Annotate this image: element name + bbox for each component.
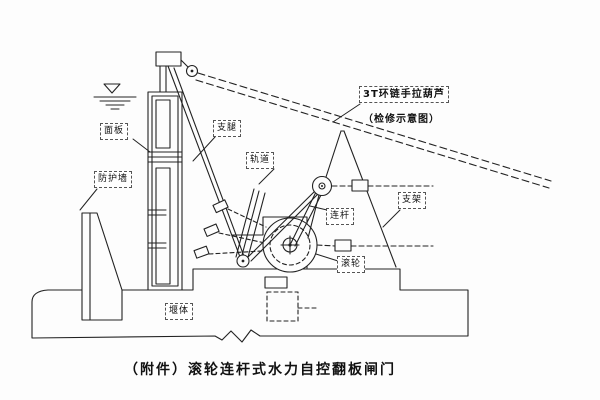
track-lines — [235, 188, 266, 262]
weir-base-shape — [31, 268, 469, 343]
track-pin-circle — [236, 254, 250, 268]
protective-wall-shape — [81, 212, 123, 321]
label-protective-wall: 防护墙 — [94, 171, 133, 188]
label-support-leg: 支腿 — [213, 120, 242, 137]
hoist-chain-lines — [195, 72, 552, 189]
gate-panel-shape — [147, 51, 183, 291]
figure-caption: （附件）滚轮连杆式水力自控翻板闸门 — [124, 362, 396, 378]
label-panel: 面板 — [100, 123, 129, 140]
hoist-hook-icon — [180, 59, 199, 78]
support-frame-shape — [307, 130, 397, 268]
label-connecting-rod: 连杆 — [326, 208, 355, 225]
roller-circle — [262, 217, 318, 273]
label-support-frame: 支架 — [398, 192, 427, 209]
label-track: 轨道 — [246, 152, 275, 169]
label-roller: 滚轮 — [337, 256, 366, 273]
pivot-circle — [311, 175, 333, 197]
label-hoist-note: （检修示意图） — [363, 114, 440, 125]
centerline-marks — [316, 179, 434, 252]
label-leader-lines — [79, 103, 401, 262]
label-weir-body: 堰体 — [165, 303, 194, 320]
label-hoist: 3T环链手拉葫芦 — [359, 86, 449, 103]
support-leg-lines — [167, 65, 246, 260]
water-level-icon — [93, 83, 137, 110]
